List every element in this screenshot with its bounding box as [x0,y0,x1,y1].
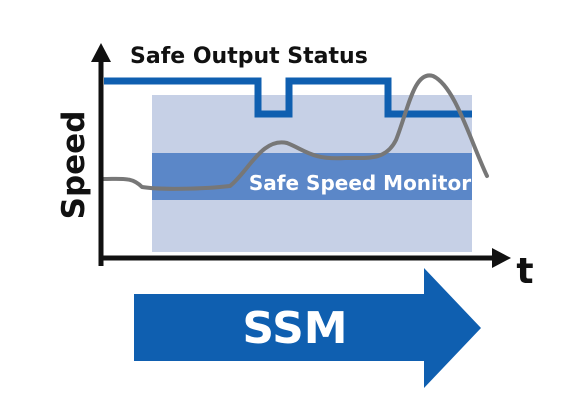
y-axis-arrowhead [91,43,111,62]
safe-speed-monitor-label: Safe Speed Monitor [249,171,471,195]
speed-curve [101,73,489,191]
x-axis-label: t [516,251,533,292]
safe-output-status-line [104,77,472,118]
safe-speed-monitor-band [152,153,472,200]
y-axis-label: Speed [56,111,92,220]
ssm-arrow-label: SSM [242,303,347,354]
safe-output-status-label: Safe Output Status [130,44,368,69]
ssm-arrow [134,268,481,388]
x-axis-arrowhead [492,248,511,268]
